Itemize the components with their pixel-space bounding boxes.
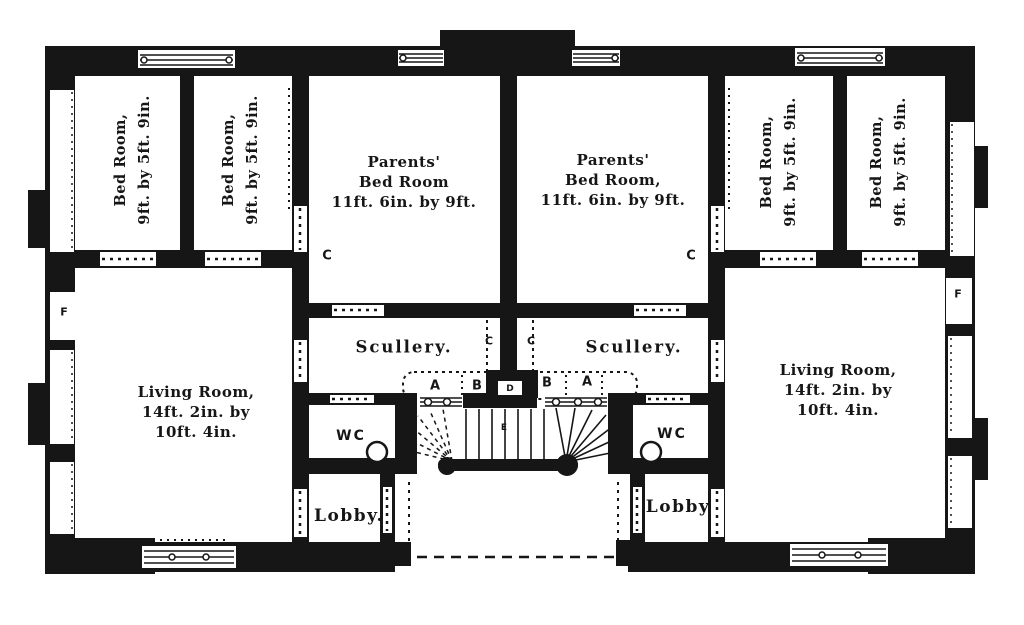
marker-a-left: A [429,378,441,394]
stair-treads [465,409,545,459]
room-label-living-right: Living Room, 14ft. 2in. by 10ft. 4in. [780,360,897,420]
room-label-parents-left: Parents' Bed Room 11ft. 6in. by 9ft. [332,152,477,212]
room-dims: 9ft. by 5ft. 9in. [244,95,261,225]
room-label-wc-right: WC [657,426,687,442]
window-right-living-lower [948,456,972,528]
room-name: Bed Room, [220,113,237,207]
wc-fixtures [365,440,663,464]
marker-f-right: F [954,287,962,301]
bed-divider-left [180,46,194,262]
window-left-bedroom [50,90,74,252]
stair-d-box [496,379,524,397]
fireplace-niche-right [946,278,972,324]
stair-landing-outline [402,371,638,400]
marker-c-parents-right: C [686,248,696,264]
room-label-bed-left-outer: Bed Room, 9ft. by 5ft. 9in. [109,95,157,225]
room-dims: 9ft. by 5ft. 9in. [892,97,909,227]
room-dims: 9ft. by 5ft. 9in. [782,97,799,227]
window-top-parents-right [572,50,620,66]
stair-winders-right [555,407,626,463]
wc-bottom-wall-left [292,458,417,474]
internal-walls [58,46,958,572]
room-name: Parents' [367,153,441,171]
room-dims: 14ft. 2in. by [142,403,250,421]
window-left-living-lower [50,462,74,534]
room-name: Bed Room, [758,115,775,209]
room-dims: 10ft. 4in. [155,423,237,441]
stair-balustrade [419,395,608,408]
wc-pan-right [639,440,663,464]
room-dims: 10ft. 4in. [797,401,879,419]
bed-divider-right [833,46,847,262]
staircase [397,371,638,476]
stair-wall-left [395,393,417,473]
room-name: Living Room, [137,383,255,401]
porch [395,482,633,566]
room-label-lobby-left: Lobby. [314,506,384,526]
wc-pan-left [365,440,389,464]
marker-b-right: B [542,375,552,391]
main-cross-wall-left [292,46,309,572]
marker-a-right: A [581,374,593,390]
room-label-lobby-right: Lobby [645,497,711,517]
window-right-bedroom [950,122,974,256]
room-label-bed-right-inner: Bed Room, 9ft. by 5ft. 9in. [755,97,803,227]
room-label-bed-right-outer: Bed Room, 9ft. by 5ft. 9in. [865,97,913,227]
room-name: Parents' [576,151,650,169]
room-label-scullery-right: Scullery. [585,337,683,357]
marker-e-stairs: E [500,423,508,433]
room-dims: 11ft. 6in. by 9ft. [540,191,686,209]
room-label-bed-left-inner: Bed Room, 9ft. by 5ft. 9in. [217,95,265,225]
scullery-partitions [486,320,534,392]
room-dims: 11ft. 6in. by 9ft. [331,193,477,211]
room-dims: 14ft. 2in. by [784,381,892,399]
room-name: Bed Room, [564,171,661,189]
marker-b-left: B [472,378,482,394]
room-label-wc-left: WC [336,428,366,444]
stair-newels [438,454,578,476]
window-bottom-living-right [790,544,888,566]
window-bottom-living-left [142,546,236,568]
window-right-living-upper [948,336,972,438]
marker-c-scullery-left: C [484,334,494,348]
room-name: Living Room, [779,361,897,379]
window-top-parents-left [398,50,444,66]
door-openings [100,88,918,541]
bedrooms-bottom-wall-right [716,250,958,268]
main-cross-wall-right [708,46,725,572]
room-name: Bed Room, [112,113,129,207]
room-label-scullery-left: Scullery. [355,337,453,357]
room-name: Bed Room, [868,115,885,209]
room-label-living-left: Living Room, 14ft. 2in. by 10ft. 4in. [138,382,255,442]
windows [50,48,974,568]
room-label-parents-right: Parents' Bed Room, 11ft. 6in. by 9ft. [541,150,686,210]
marker-c-scullery-right: C [526,334,536,348]
marker-c-parents-left: C [322,248,332,264]
marker-f-left: F [60,305,68,319]
wc-bottom-wall-right [608,458,725,474]
room-dims: 9ft. by 5ft. 9in. [136,95,153,225]
marker-d-center: D [506,384,514,394]
window-left-living-upper [50,350,74,444]
chimney-breast-top [440,30,575,52]
room-name: Bed Room [358,173,450,191]
window-top-bedrooms-right [795,48,885,66]
window-top-bedrooms-left [138,50,235,68]
party-wall [500,46,517,376]
stair-winders-left [397,408,453,462]
fireplace-niche-left [50,292,76,340]
bedrooms-bottom-wall-left [58,250,308,268]
